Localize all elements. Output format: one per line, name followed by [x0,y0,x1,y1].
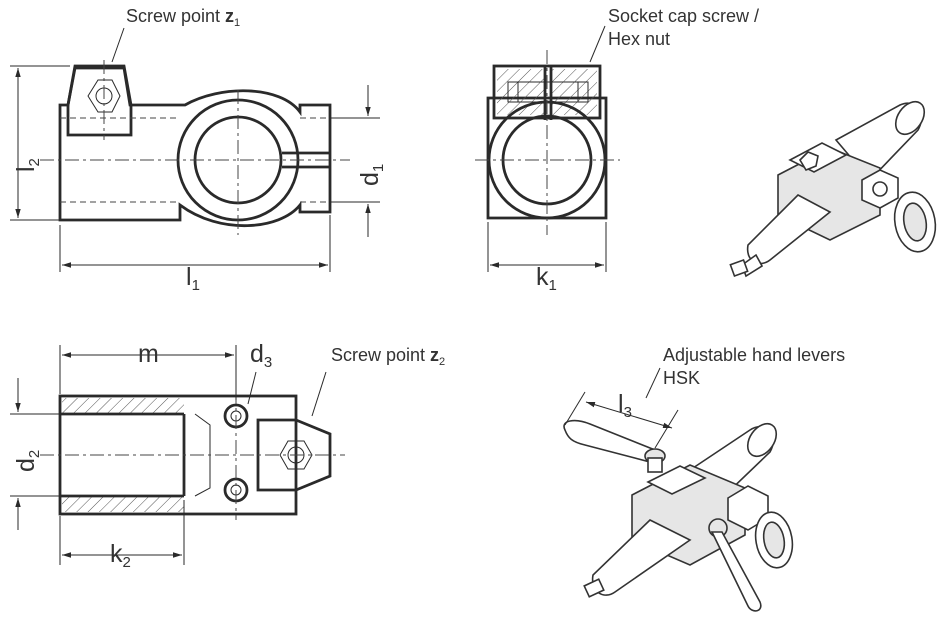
svg-text:Screw point z1: Screw point z1 [126,6,240,29]
top-view [10,345,345,565]
dim-d2: d2 [12,450,43,472]
label-hand-levers-line2: HSK [663,368,700,388]
label-screw-point-z2: Screw point z2 [331,345,445,368]
side-view [475,25,620,272]
svg-text:d1: d1 [356,164,387,186]
label-hand-levers: Adjustable hand levers HSK [663,345,845,388]
svg-text:Screw point z2: Screw point z2 [331,345,445,368]
dim-l3: l3 [618,390,632,421]
dim-l1: l1 [186,263,200,294]
label-screw-point-z1: Screw point z1 [126,6,240,29]
label-socket-cap-screw-line1: Socket cap screw / [608,6,759,26]
label-socket-cap-screw-line2: Hex nut [608,29,670,49]
dim-k1: k1 [536,263,557,294]
front-view [10,27,380,272]
isometric-view-hand-levers [563,367,794,612]
svg-text:d2: d2 [12,450,43,472]
label-socket-cap-screw: Socket cap screw / Hex nut [608,6,759,49]
label-hand-levers-line1: Adjustable hand levers [663,345,845,365]
svg-text:l2: l2 [12,158,43,172]
dim-d1: d1 [356,164,387,186]
dim-d3: d3 [250,340,272,371]
dim-l2: l2 [12,158,43,172]
dim-k2: k2 [110,540,131,571]
dim-m: m [138,340,159,368]
isometric-view-clamp [729,100,937,278]
